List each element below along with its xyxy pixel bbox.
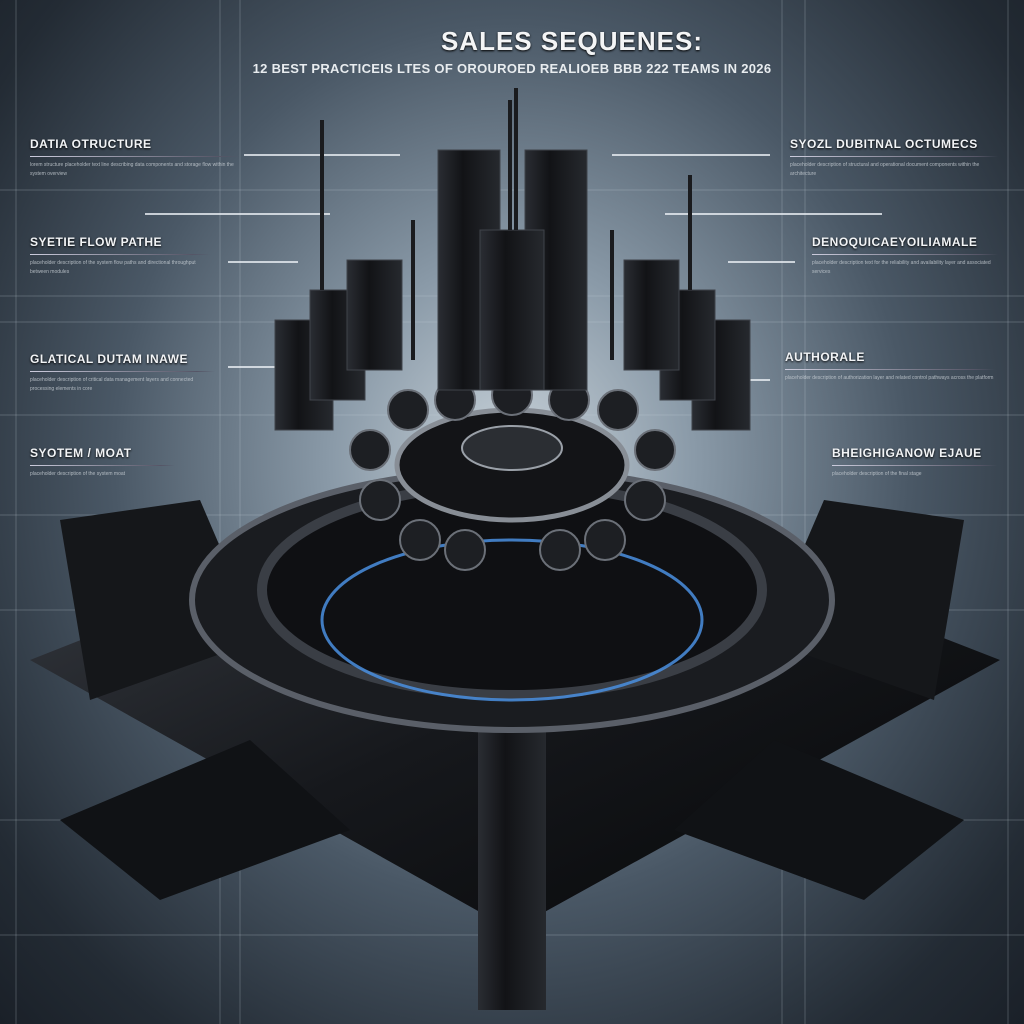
gear-module bbox=[624, 479, 666, 521]
divider bbox=[790, 156, 998, 157]
panel-body: placeholder description text for the rel… bbox=[812, 260, 991, 275]
left-panel-3: GLATICAL DUTAM INAWE placeholder descrip… bbox=[30, 352, 215, 394]
base-arm-left bbox=[60, 500, 260, 700]
glow-ring bbox=[320, 538, 704, 702]
panel-heading: DENOQUICAEYOILIAMALE bbox=[812, 235, 978, 249]
divider bbox=[30, 465, 175, 466]
panel-heading: AUTHORALE bbox=[785, 350, 865, 364]
left-panel-1: DATIA OTRUCTURE lorem structure placehol… bbox=[30, 137, 240, 179]
panel-heading: BHEIGHIGANOW EJAUE bbox=[832, 446, 982, 460]
panel-body: placeholder description of structural an… bbox=[790, 162, 980, 177]
right-panel-3: AUTHORALE placeholder description of aut… bbox=[785, 350, 995, 383]
gear-module bbox=[597, 389, 639, 431]
page-subtitle: 12 BEST PRACTICEIS LTES OF OROUROED REAL… bbox=[252, 61, 772, 76]
tower bbox=[346, 259, 403, 371]
bottom-column bbox=[478, 720, 546, 1010]
gear-module bbox=[539, 529, 581, 571]
panel-heading: SYETIE FLOW PATHE bbox=[30, 235, 163, 249]
panel-body: placeholder description of critical data… bbox=[30, 377, 194, 392]
right-panel-2: DENOQUICAEYOILIAMALE placeholder descrip… bbox=[812, 235, 998, 277]
panel-heading: DATIA OTRUCTURE bbox=[30, 137, 152, 151]
panel-heading: GLATICAL DUTAM INAWE bbox=[30, 352, 188, 366]
core-disc bbox=[461, 425, 563, 471]
left-panel-4: SYOTEM / MOAT placeholder description of… bbox=[30, 446, 175, 479]
base-arm-right bbox=[764, 500, 964, 700]
tower bbox=[623, 259, 680, 371]
panel-body: placeholder description of authorization… bbox=[785, 375, 994, 381]
divider bbox=[30, 254, 210, 255]
divider bbox=[812, 254, 998, 255]
header: SALES SEQUENES: 12 BEST PRACTICEIS LTES … bbox=[0, 26, 1024, 76]
right-panel-4: BHEIGHIGANOW EJAUE placeholder descripti… bbox=[832, 446, 997, 479]
panel-body: placeholder description of the system mo… bbox=[30, 471, 126, 477]
base-arm-bottom-left bbox=[60, 740, 350, 900]
gear-module bbox=[399, 519, 441, 561]
right-panel-1: SYOZL DUBITNAL OCTUMECS placeholder desc… bbox=[790, 137, 998, 179]
gear-module bbox=[444, 529, 486, 571]
left-panel-2: SYETIE FLOW PATHE placeholder descriptio… bbox=[30, 235, 210, 277]
panel-body: placeholder description of the system fl… bbox=[30, 260, 196, 275]
divider bbox=[30, 156, 240, 157]
divider bbox=[30, 371, 215, 372]
gear-module bbox=[387, 389, 429, 431]
gear-module bbox=[349, 429, 391, 471]
panel-heading: SYOZL DUBITNAL OCTUMECS bbox=[790, 137, 978, 151]
panel-heading: SYOTEM / MOAT bbox=[30, 446, 132, 460]
divider bbox=[785, 369, 995, 370]
base-arm-bottom-right bbox=[674, 740, 964, 900]
panel-body: lorem structure placeholder text line de… bbox=[30, 162, 234, 177]
panel-body: placeholder description of the final sta… bbox=[832, 471, 922, 477]
gear-module bbox=[359, 479, 401, 521]
gear-module bbox=[634, 429, 676, 471]
page-title: SALES SEQUENES: bbox=[440, 26, 704, 56]
gear-module bbox=[584, 519, 626, 561]
tower bbox=[479, 229, 545, 391]
divider bbox=[832, 465, 997, 466]
